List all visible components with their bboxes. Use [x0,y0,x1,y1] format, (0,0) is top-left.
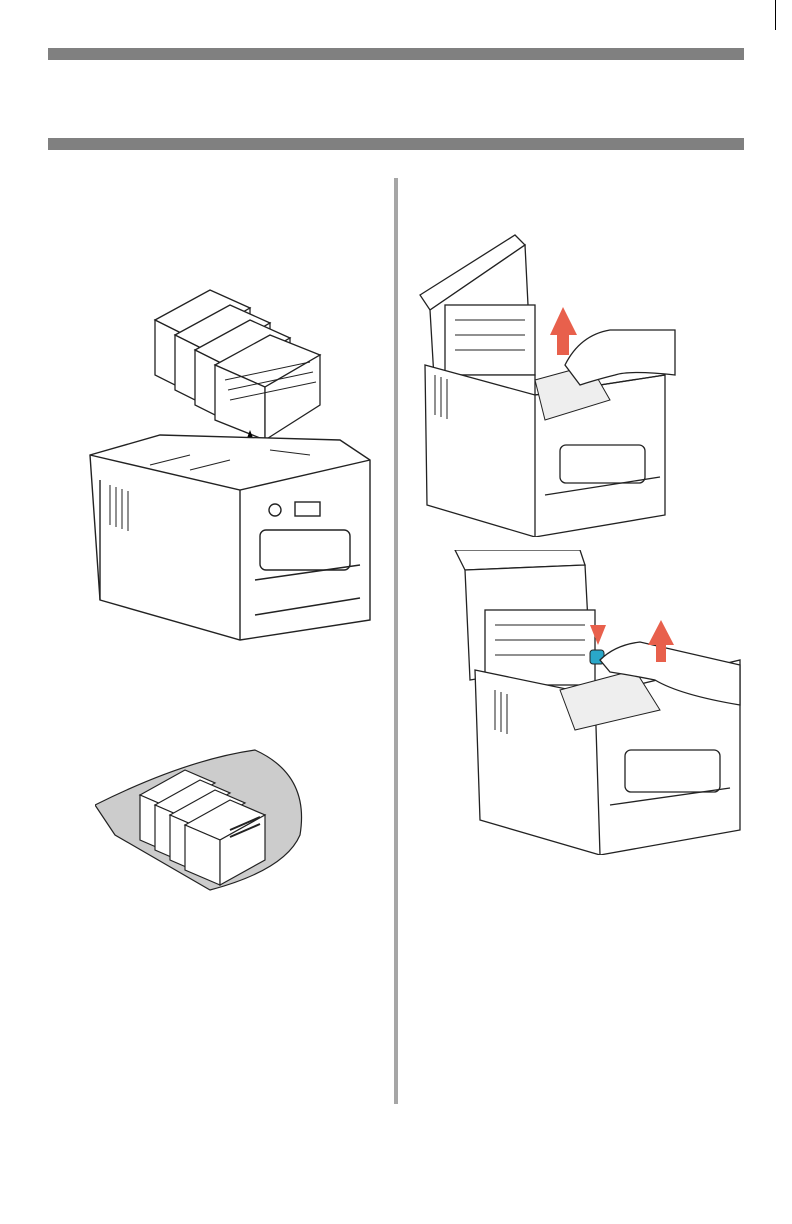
printer-paper-jam-hand-icon [415,225,680,537]
printer-lever-release-icon [450,550,745,855]
header-bar-top [48,48,744,60]
crop-mark [775,0,776,30]
printer-drum-lift-icon [70,280,380,650]
up-arrow-red-icon [550,307,577,355]
header-bar-bottom [48,138,744,150]
drum-units-cover-sheet-icon [95,745,310,895]
column-divider [394,178,398,1104]
